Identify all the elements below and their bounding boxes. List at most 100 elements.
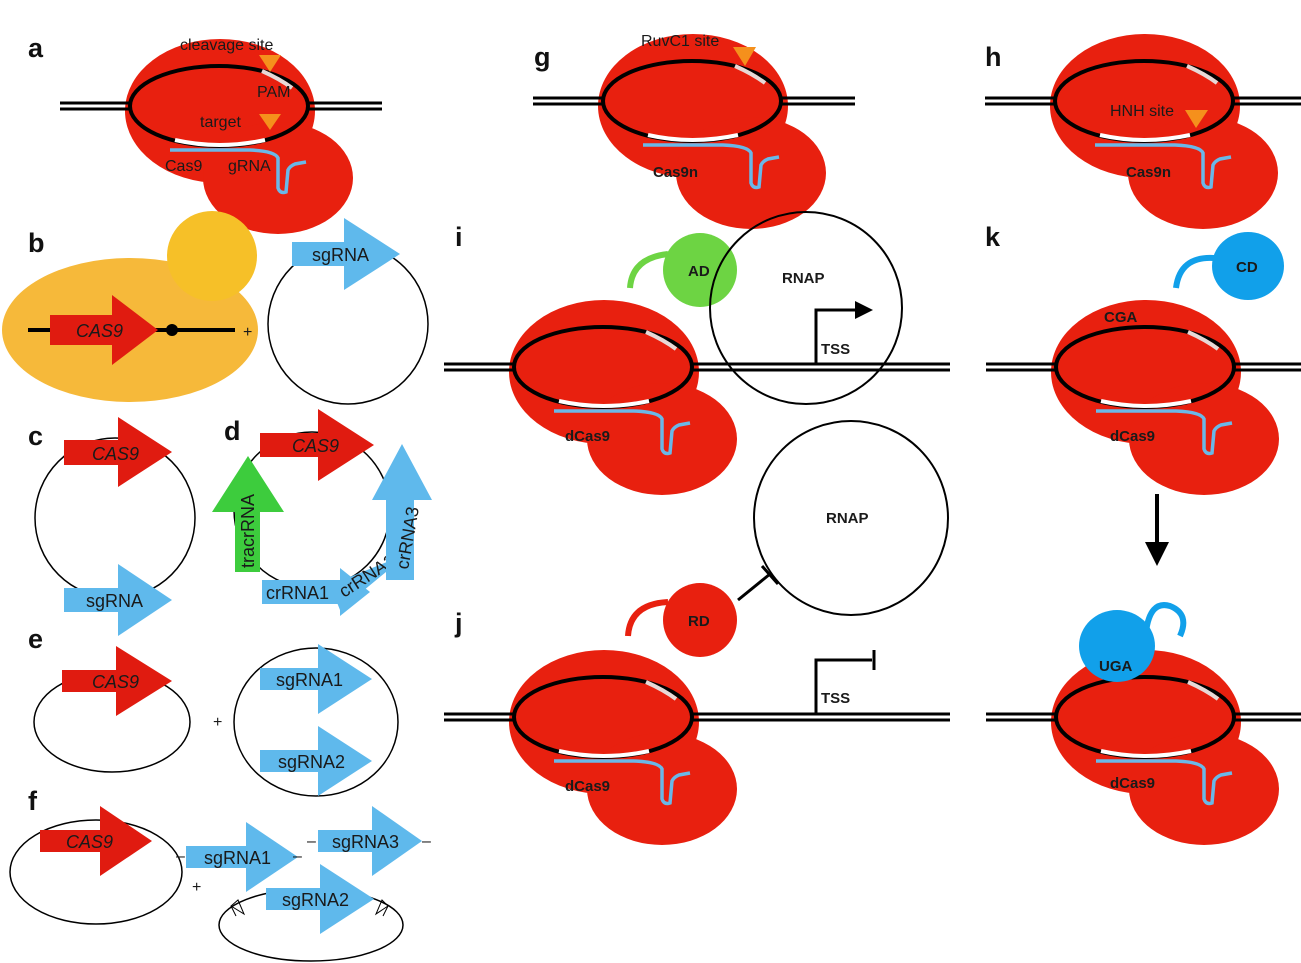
panel-j-label: j [454, 608, 463, 638]
panel-j: j RD RNAP TSS dCas9 [442, 420, 950, 845]
sgrna3-arrow [318, 806, 422, 876]
tss-arrow-stem [814, 308, 858, 364]
deaminase-domain [1212, 232, 1284, 300]
panel-f: f CAS9 + – sgRNA1 – – sgRNA3 – sgRNA2 [9, 786, 431, 962]
sgrna1-label: sgRNA1 [276, 670, 343, 690]
integration-site-right [374, 899, 389, 917]
integration-site-left [230, 899, 246, 917]
cas9-gene-label: CAS9 [66, 832, 113, 852]
panel-f-label: f [28, 786, 38, 816]
grna-label: gRNA [228, 158, 271, 175]
repressor-linker [625, 599, 669, 637]
panel-e: e CAS9 + sgRNA1 sgRNA2 [28, 624, 399, 797]
uga-codon-label: UGA [1099, 658, 1133, 675]
cas9-gene-label: CAS9 [76, 321, 123, 341]
deaminase-domain-after [1079, 610, 1155, 682]
rnap-circle [709, 211, 903, 405]
cas9-gene-label: CAS9 [92, 672, 139, 692]
panel-g-label: g [534, 42, 551, 72]
plus-sign: + [192, 879, 201, 896]
cd-label: CD [1236, 259, 1258, 276]
hnh-site-marker [1185, 110, 1208, 128]
target-label: target [200, 114, 241, 131]
yeast-bud [167, 211, 257, 301]
hnh-site-label: HNH site [1110, 103, 1174, 120]
rnap-label: RNAP [826, 510, 869, 527]
crrna1-label: crRNA1 [266, 583, 329, 603]
panel-e-label: e [28, 624, 43, 654]
cas9-plasmid [9, 819, 183, 925]
tracrrna-arrow [212, 456, 284, 572]
sgrna-arrow [64, 564, 172, 636]
dcas9-label: dCas9 [565, 778, 610, 795]
centromere-dot [166, 324, 178, 336]
sgrna2-arrow [260, 726, 372, 796]
sgrna1-left-end: – [176, 848, 185, 865]
sgrna-label: sgRNA [312, 245, 369, 265]
sgrna1-right-end: – [293, 848, 302, 865]
tss-arrowhead [855, 301, 873, 319]
cas9-gene-arrow [64, 417, 172, 487]
dcas9-label-before: dCas9 [1110, 428, 1155, 445]
panel-i: i AD RNAP TSS dCas9 [442, 211, 950, 495]
deaminase-linker [1173, 254, 1215, 289]
cga-codon-label: CGA [1104, 309, 1138, 326]
cas9-gene-label: CAS9 [292, 436, 339, 456]
ruvc1-site-marker [733, 47, 756, 66]
sgrna2-label: sgRNA2 [278, 752, 345, 772]
panel-a-label: a [28, 33, 44, 63]
panel-k: k CD CGA dCas9 UGA dCas9 [984, 222, 1301, 845]
rnap-label: RNAP [782, 270, 825, 287]
cas9-gene-arrow [40, 806, 152, 876]
sgrna1-arrow [186, 822, 298, 892]
repression-bar [760, 565, 780, 585]
plus-sign: + [213, 714, 222, 731]
panel-k-label: k [985, 222, 1001, 252]
cas9n-label: Cas9n [653, 164, 698, 181]
activator-linker [627, 251, 669, 289]
cas9-gene-label: CAS9 [92, 444, 139, 464]
panel-c: c CAS9 sgRNA [28, 417, 196, 636]
dcas9-label-after: dCas9 [1110, 775, 1155, 792]
sgrna-plasmid [233, 647, 399, 797]
dna-downstream [764, 362, 950, 372]
cas9-label: Cas9 [165, 158, 202, 175]
sgrna3-left-end: – [307, 833, 316, 850]
cleavage-site-label: cleavage site [180, 37, 273, 54]
sgrna3-right-end: – [422, 833, 431, 850]
ad-label: AD [688, 263, 710, 280]
tss-label: TSS [821, 690, 850, 707]
pam-label: PAM [257, 84, 290, 101]
sgrna2-label: sgRNA2 [282, 890, 349, 910]
panel-a: a cleavage site PAM target Cas9 gRNA [28, 33, 384, 234]
activator-domain [663, 233, 737, 307]
crrna3-arrow [372, 444, 432, 580]
ruvc1-site-label: RuvC1 site [641, 33, 719, 50]
rd-label: RD [688, 613, 710, 630]
panel-i-label: i [455, 222, 463, 252]
panel-b: b CAS9 sgRNA + [2, 211, 429, 405]
rnap-circle [753, 420, 949, 616]
cas9-gene-arrow [62, 646, 172, 716]
deaminase-linker-after [1143, 602, 1187, 638]
sgrna1-label: sgRNA1 [204, 848, 271, 868]
panel-d-label: d [224, 416, 241, 446]
cleavage-site-marker-top [259, 55, 281, 72]
cleavage-site-marker-bottom [259, 114, 281, 130]
cas9-gene-arrow [260, 409, 374, 481]
tss-label: TSS [821, 341, 850, 358]
sgrna-arrow [292, 218, 400, 290]
conversion-arrowhead [1145, 542, 1169, 566]
sgrna1-arrow [260, 644, 372, 714]
tss-blocked-stem [814, 658, 872, 714]
panel-b-label: b [28, 228, 45, 258]
repression-line [737, 572, 771, 602]
panel-h: h HNH site Cas9n [983, 34, 1301, 229]
sgrna2-arrow [266, 864, 374, 934]
sgrna3-label: sgRNA3 [332, 832, 399, 852]
panel-c-label: c [28, 421, 43, 451]
panel-h-label: h [985, 42, 1002, 72]
tracrrna-label: tracrRNA [238, 494, 258, 568]
cas9n-label: Cas9n [1126, 164, 1171, 181]
